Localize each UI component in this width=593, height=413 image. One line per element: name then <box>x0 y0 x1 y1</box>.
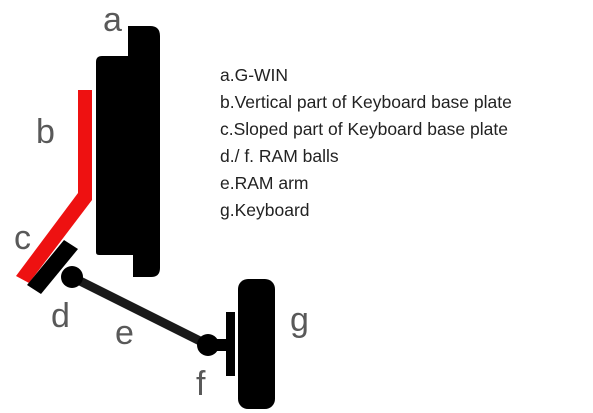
ram-ball-f-stem <box>212 339 228 351</box>
label-g: g <box>290 301 309 339</box>
ram-base-mount <box>27 240 78 294</box>
parts-legend: a.G-WIN b.Vertical part of Keyboard base… <box>220 62 512 224</box>
legend-item-b: b.Vertical part of Keyboard base plate <box>220 92 512 112</box>
label-a: a <box>103 1 122 39</box>
label-d: d <box>51 297 70 335</box>
label-c: c <box>14 219 31 257</box>
label-f: f <box>196 365 206 403</box>
ram-arm <box>67 272 213 350</box>
ram-ball-d <box>61 266 83 288</box>
legend-item-g: g.Keyboard <box>220 200 310 220</box>
base-plate-sloped-part <box>16 193 92 283</box>
label-b: b <box>36 113 55 151</box>
base-plate-vertical-part <box>78 90 92 200</box>
legend-item-d-f: d./ f. RAM balls <box>220 146 339 166</box>
keyboard <box>238 279 275 409</box>
keyboard-mount-plate <box>226 312 235 376</box>
legend-item-e: e.RAM arm <box>220 173 309 193</box>
gwin-device <box>96 26 160 277</box>
label-e: e <box>115 314 134 352</box>
legend-item-c: c.Sloped part of Keyboard base plate <box>220 119 508 139</box>
legend-item-a: a.G-WIN <box>220 65 289 85</box>
keyboard-base-plate <box>16 90 92 283</box>
ram-mount-assembly <box>27 240 235 376</box>
